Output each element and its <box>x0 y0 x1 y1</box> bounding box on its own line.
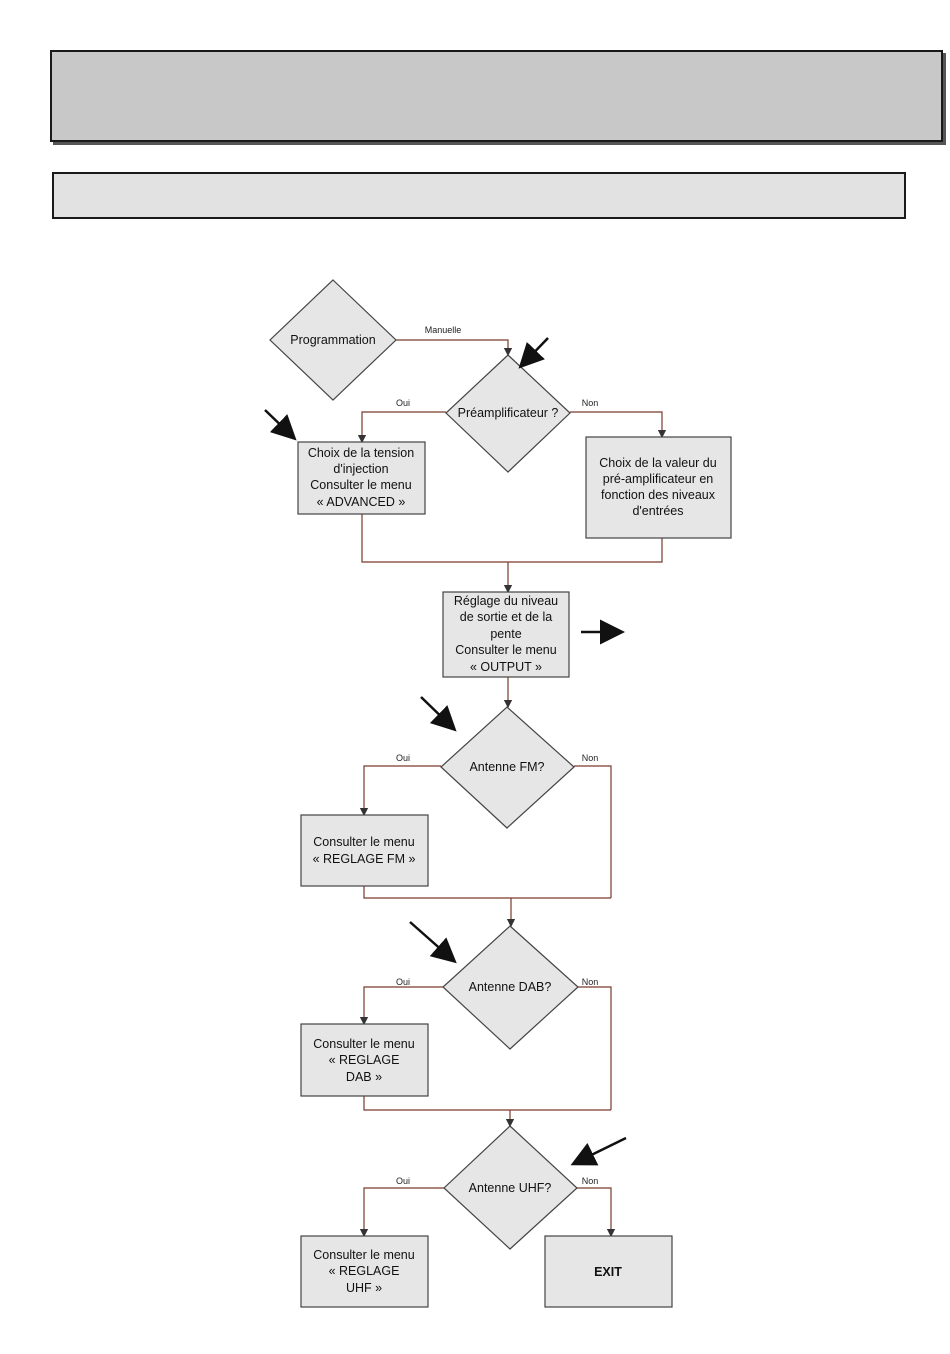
uhf-menu-line-2: « REGLAGE <box>329 1264 400 1278</box>
diamond-dab: Antenne DAB? <box>442 925 579 1050</box>
label-non-preamp: Non <box>582 398 599 408</box>
label-non-dab: Non <box>582 977 599 987</box>
label-non-fm: Non <box>582 753 599 763</box>
exit-text: EXIT <box>594 1265 622 1279</box>
box-tension: Choix de la tension d'injection Consulte… <box>297 441 426 515</box>
node-fm-text: Antenne FM? <box>469 760 544 774</box>
valeur-line-3: fonction des niveaux <box>601 488 716 502</box>
box-dab-menu: Consulter le menu « REGLAGE DAB » <box>300 1023 429 1097</box>
valeur-line-4: d'entrées <box>632 504 683 518</box>
pointer-arrows <box>264 337 627 1166</box>
node-dab-text: Antenne DAB? <box>469 980 552 994</box>
pointer-arrow-preamp-icon <box>518 337 549 369</box>
pointer-arrow-uhf-icon <box>570 1136 627 1166</box>
label-oui-dab: Oui <box>396 977 410 987</box>
diamond-programmation: Programmation <box>269 279 397 401</box>
valeur-line-2: pré-amplificateur en <box>603 472 714 486</box>
uhf-menu-line-3: UHF » <box>346 1281 382 1295</box>
reglage-line-5: « OUTPUT » <box>470 660 542 674</box>
diamond-preamp: Préamplificateur ? <box>445 354 571 473</box>
uhf-menu-line-1: Consulter le menu <box>313 1248 414 1262</box>
fm-menu-line-1: Consulter le menu <box>313 835 414 849</box>
valeur-line-1: Choix de la valeur du <box>599 456 716 470</box>
node-programmation-text: Programmation <box>290 333 375 347</box>
tension-line-4: « ADVANCED » <box>317 495 406 509</box>
diamond-uhf: Antenne UHF? <box>443 1125 578 1250</box>
tension-line-2: d'injection <box>333 462 388 476</box>
dab-menu-line-1: Consulter le menu <box>313 1037 414 1051</box>
dab-menu-line-3: DAB » <box>346 1070 382 1084</box>
box-uhf-menu: Consulter le menu « REGLAGE UHF » <box>300 1235 429 1308</box>
pointer-arrow-tension-icon <box>264 409 297 441</box>
connectors <box>357 339 667 1238</box>
subheader-box <box>52 172 906 219</box>
label-oui-uhf: Oui <box>396 1176 410 1186</box>
node-uhf-text: Antenne UHF? <box>469 1181 552 1195</box>
diamond-fm: Antenne FM? <box>440 706 575 829</box>
node-preamp-text: Préamplificateur ? <box>458 406 559 420</box>
reglage-line-4: Consulter le menu <box>455 643 556 657</box>
box-reglage: Réglage du niveau de sortie et de la pen… <box>442 591 570 678</box>
fm-menu-line-2: « REGLAGE FM » <box>313 852 416 866</box>
label-manuelle: Manuelle <box>425 325 462 335</box>
box-exit: EXIT <box>544 1235 673 1308</box>
box-fm-menu: Consulter le menu « REGLAGE FM » <box>300 814 429 887</box>
box-valeur: Choix de la valeur du pré-amplificateur … <box>585 436 732 539</box>
label-non-uhf: Non <box>582 1176 599 1186</box>
label-oui-preamp: Oui <box>396 398 410 408</box>
tension-line-3: Consulter le menu <box>310 478 411 492</box>
reglage-line-2: de sortie et de la <box>460 610 552 624</box>
header-box <box>50 50 943 142</box>
reglage-line-1: Réglage du niveau <box>454 594 558 608</box>
pointer-arrow-fm-icon <box>420 696 457 732</box>
tension-line-1: Choix de la tension <box>308 446 414 460</box>
dab-menu-line-2: « REGLAGE <box>329 1053 400 1067</box>
reglage-line-3: pente <box>490 627 521 641</box>
pointer-arrow-dab-icon <box>409 921 457 964</box>
label-oui-fm: Oui <box>396 753 410 763</box>
